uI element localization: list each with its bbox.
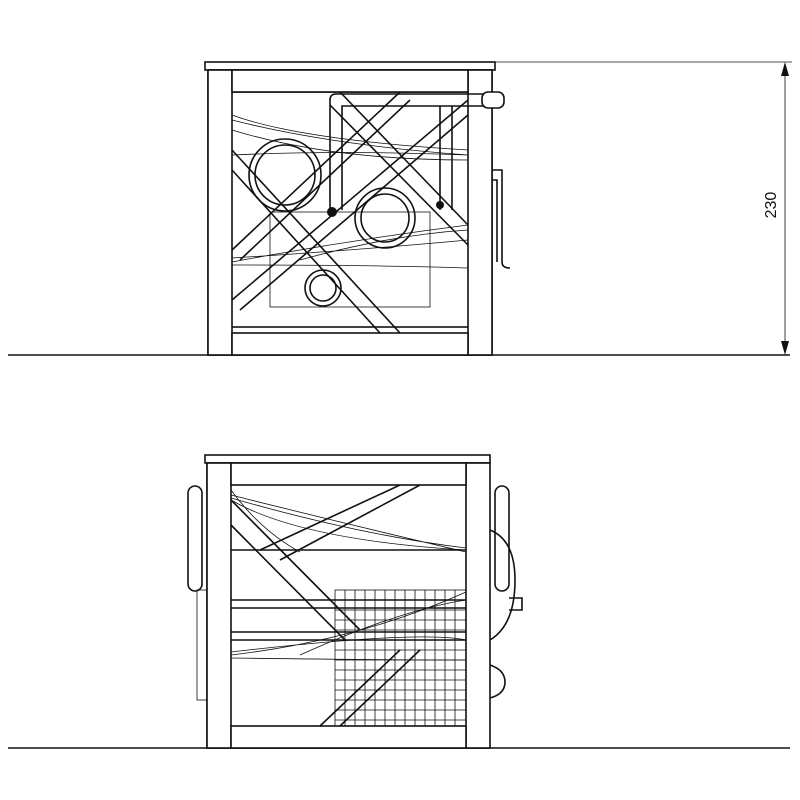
outer-frame-side — [206, 462, 489, 749]
side-handle — [492, 169, 511, 269]
back-panel — [269, 211, 431, 308]
bottom-beam — [231, 332, 469, 356]
portholes — [248, 138, 416, 307]
right-post-side — [465, 462, 491, 749]
rope-nets — [231, 114, 469, 269]
bottom-beam-side — [230, 725, 467, 749]
diagonal-braces-side — [230, 484, 421, 727]
rope-nets-side — [230, 489, 467, 661]
diagonal-braces — [231, 91, 469, 334]
top-beam — [231, 69, 469, 93]
top-beam-side — [230, 462, 467, 486]
top-cap-side — [204, 454, 491, 464]
dimension-label: 230 — [763, 192, 780, 219]
side-attachments — [187, 485, 523, 701]
front-elevation — [8, 61, 790, 356]
outer-frame — [207, 69, 493, 356]
right-post — [467, 69, 493, 356]
left-post — [207, 69, 233, 356]
left-post-side — [206, 462, 232, 749]
pipe — [327, 91, 505, 217]
climbing-mesh — [334, 589, 467, 727]
side-elevation — [8, 454, 790, 749]
top-cap — [204, 61, 496, 71]
height-dimension: 230 — [495, 61, 792, 355]
